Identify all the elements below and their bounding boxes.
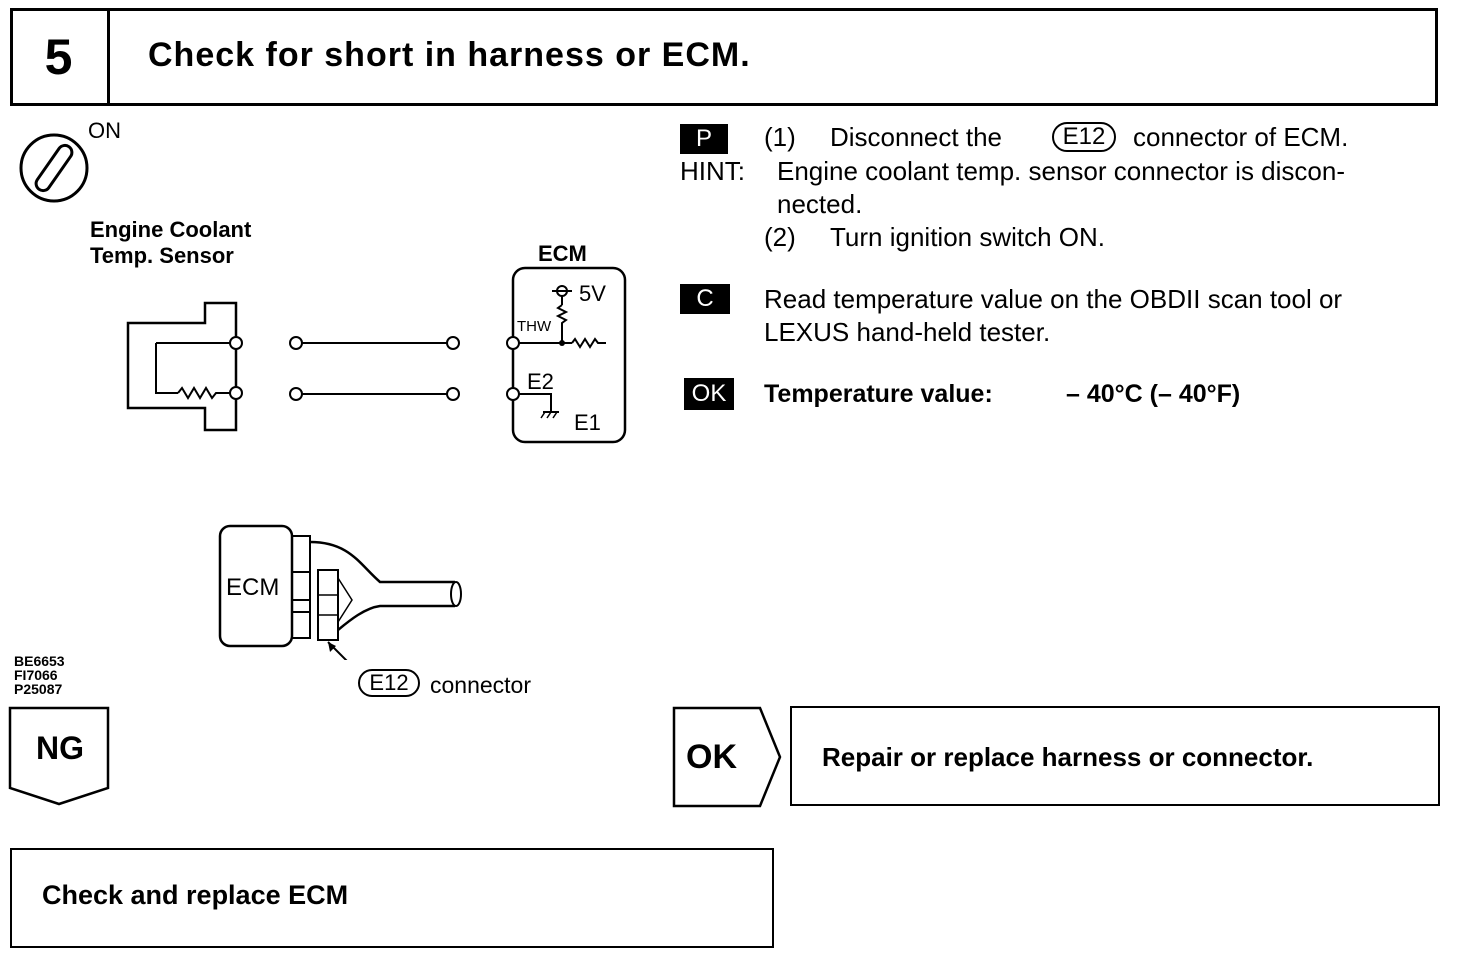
sensor-label-line1: Engine Coolant xyxy=(90,217,252,242)
e12-code-tag: E12 xyxy=(1052,122,1116,152)
ok-condition-label: Temperature value: xyxy=(764,380,993,408)
step1-text-b: connector of ECM. xyxy=(1133,122,1349,152)
step2-number: (2) xyxy=(764,222,796,252)
ok-label: OK xyxy=(686,738,737,776)
ng-action-box xyxy=(10,848,774,948)
step1-number: (1) xyxy=(764,122,796,152)
fig-code-2: FI7066 xyxy=(14,667,58,683)
ok-badge: OK xyxy=(684,378,734,410)
ng-label: NG xyxy=(36,730,84,766)
ng-arrow xyxy=(8,706,110,806)
step-title: Check for short in harness or ECM. xyxy=(148,36,751,74)
step2-text: Turn ignition switch ON. xyxy=(830,222,1106,252)
step-number: 5 xyxy=(10,8,110,106)
circuit-diagram xyxy=(126,266,627,444)
e12-connector-tag: E12 xyxy=(358,669,420,697)
hint-label: HINT: xyxy=(680,156,745,186)
ecm-e2-label: E2 xyxy=(527,369,554,394)
ok-condition-value: – 40°C (– 40°F) xyxy=(1066,380,1241,408)
ecm-connector-illustration xyxy=(218,524,462,660)
hint-line2: nected. xyxy=(777,189,863,219)
fig-code-1: BE6653 xyxy=(14,653,65,669)
connector-label: connector xyxy=(430,672,532,698)
ok-action-text: Repair or replace harness or connector. xyxy=(822,742,1314,772)
ecm-5v-label: 5V xyxy=(579,281,606,306)
ignition-switch-icon xyxy=(19,133,89,203)
hint-line1: Engine coolant temp. sensor connector is… xyxy=(777,156,1345,186)
sensor-label-line2: Temp. Sensor xyxy=(90,243,234,268)
check-line2: LEXUS hand-held tester. xyxy=(764,317,1051,347)
c-badge: C xyxy=(680,284,730,314)
ecm-e1-label: E1 xyxy=(574,410,601,435)
check-line1: Read temperature value on the OBDII scan… xyxy=(764,284,1343,314)
ecm-body-label: ECM xyxy=(226,574,280,601)
step1-text-a: Disconnect the xyxy=(830,122,1002,152)
ecm-thw-label: THW xyxy=(517,318,552,335)
step-header-box xyxy=(10,8,1438,106)
ok-arrow xyxy=(672,706,782,808)
fig-code-3: P25087 xyxy=(14,681,63,697)
ok-action-box xyxy=(790,706,1440,806)
ecm-title-label: ECM xyxy=(538,241,587,266)
ng-action-text: Check and replace ECM xyxy=(42,880,349,910)
p-badge: P xyxy=(680,124,728,154)
ignition-on-label: ON xyxy=(88,118,121,143)
